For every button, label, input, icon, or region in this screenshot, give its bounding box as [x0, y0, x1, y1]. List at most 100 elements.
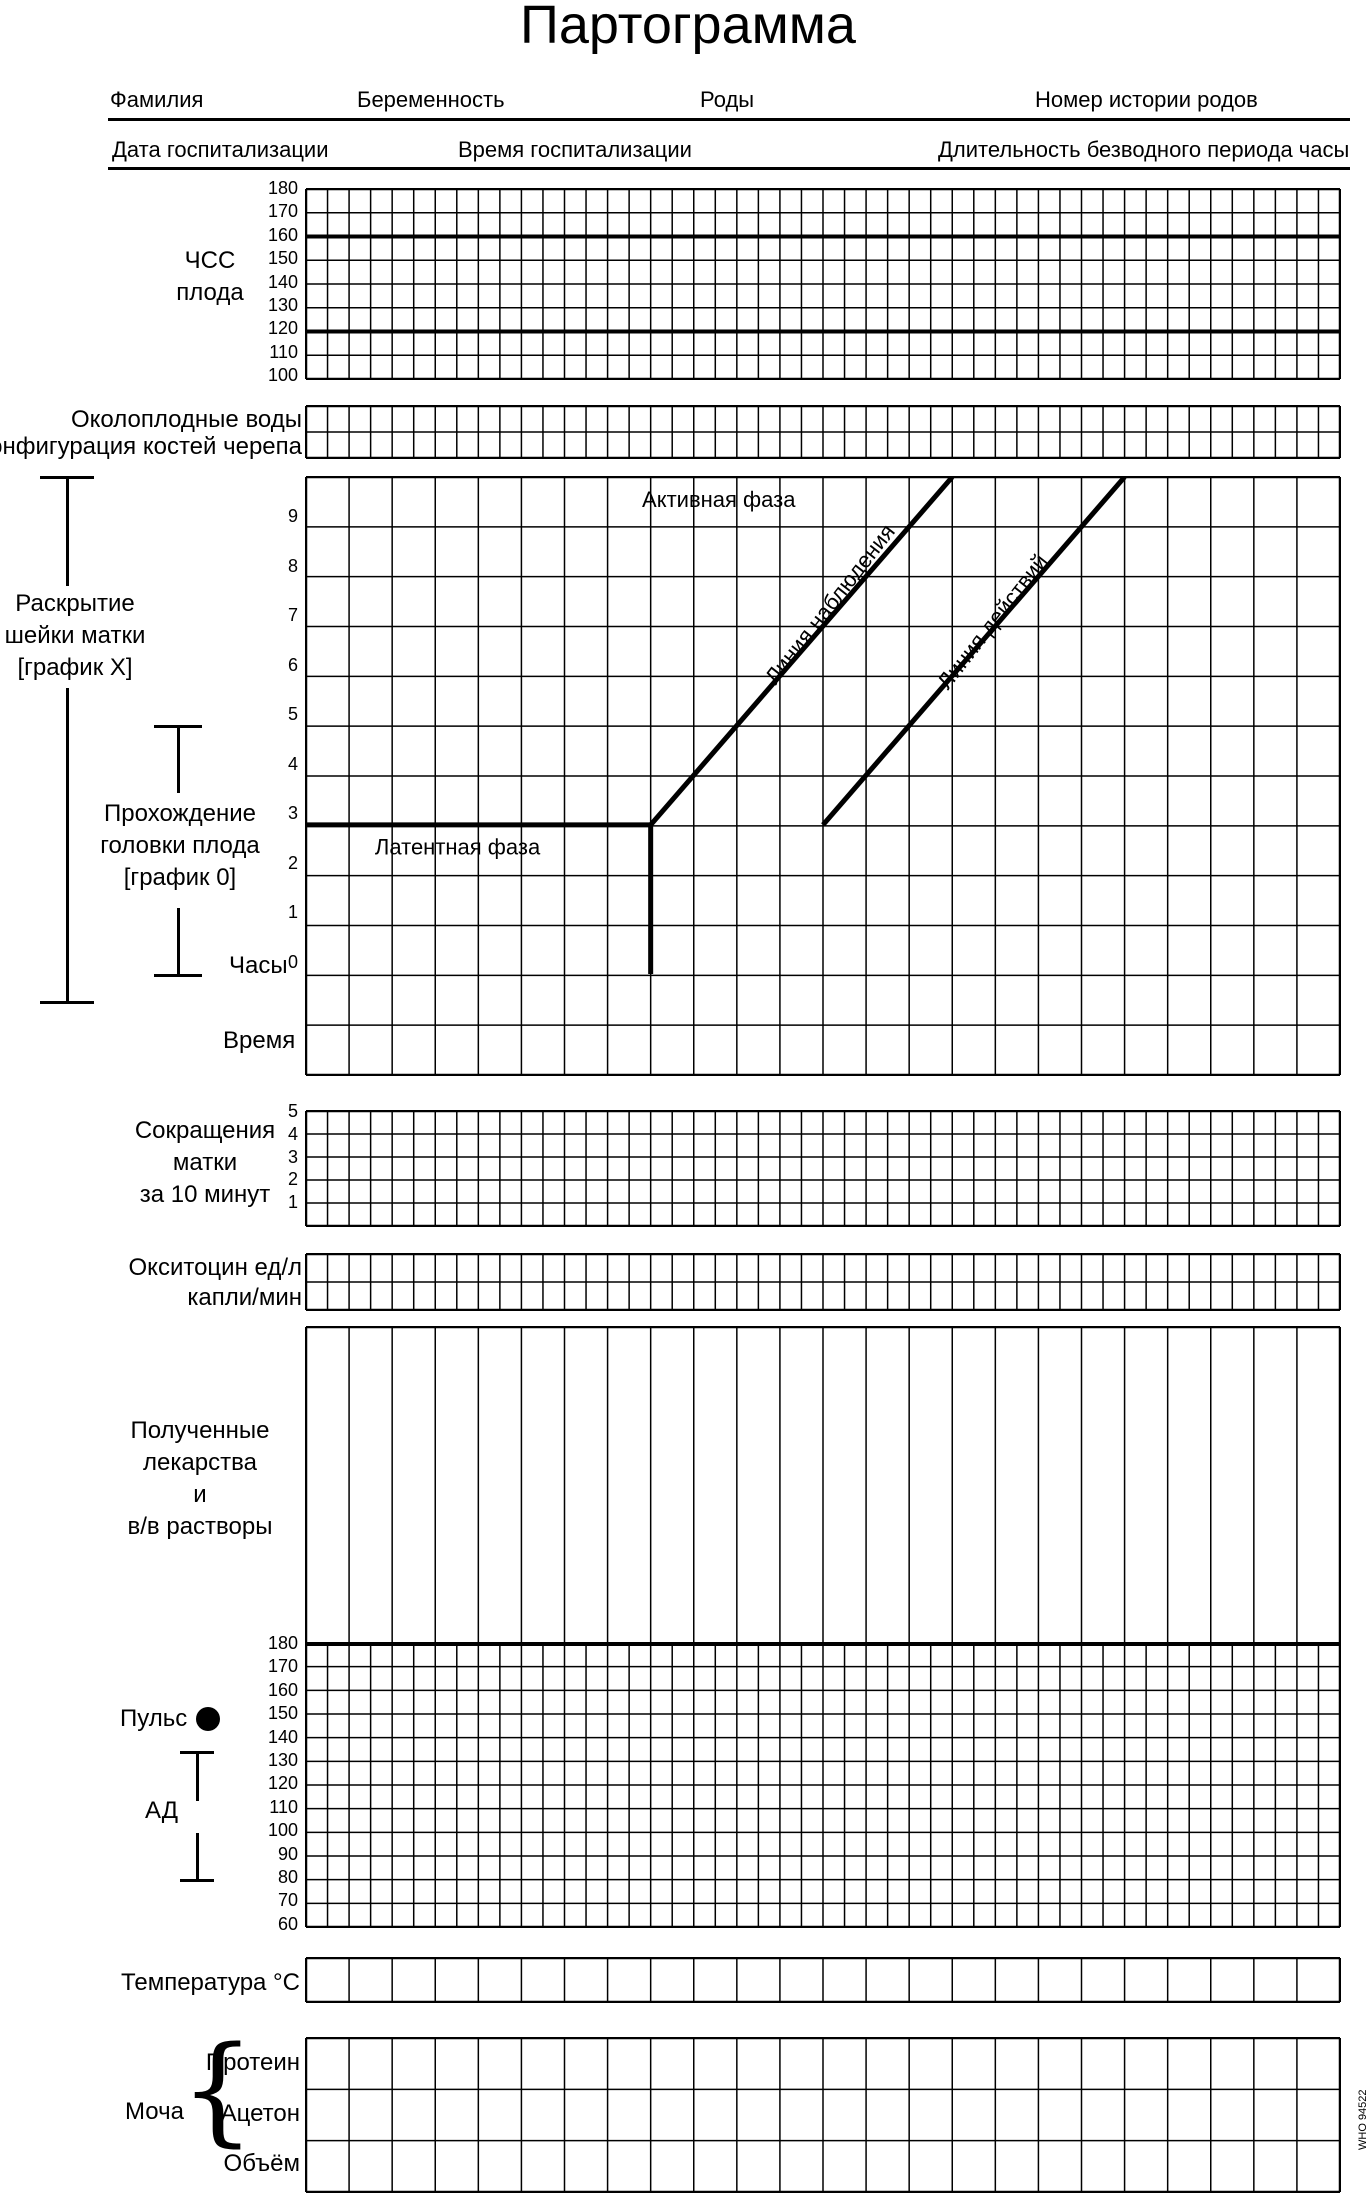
- alert-line-label: Линия наблюдения: [760, 519, 900, 688]
- header-rule-2: [108, 167, 1350, 170]
- fhr-tick: 150: [267, 248, 298, 269]
- pregnancy-label: Беременность: [357, 87, 505, 112]
- cervix-tick: 0: [287, 951, 298, 972]
- fluid-grid[interactable]: [305, 405, 1341, 459]
- pulse-dot-icon: [196, 1707, 220, 1731]
- contractions-label-line3: за 10 минут: [139, 1181, 271, 1208]
- contractions-label-line2: матки: [172, 1149, 238, 1176]
- bp-bracket-stem-top: [196, 1751, 199, 1801]
- fhr-label-line2: плода: [176, 279, 244, 306]
- cervix-tick: 5: [287, 704, 298, 724]
- who-code: WHO 94522: [1357, 2089, 1369, 2150]
- fhr-tick: 130: [267, 295, 298, 315]
- contractions-tick: 1: [287, 1192, 298, 1213]
- bp-bracket-stem-bottom: [196, 1833, 199, 1881]
- hours-label: Часы: [229, 952, 288, 979]
- vitals-tick: 120: [267, 1773, 298, 1794]
- fhr-grid[interactable]: [305, 188, 1341, 380]
- cervix-tick: 7: [287, 605, 298, 625]
- descent-bracket-stem-top: [177, 725, 180, 793]
- fhr-label-line1: ЧСС: [184, 247, 236, 274]
- vitals-tick: 80: [277, 1867, 298, 1887]
- dilation-label: Раскрытие шейки матки [график X]: [0, 588, 150, 684]
- oxytocin-label: Окситоцин ед/л: [128, 1254, 302, 1281]
- cervix-tick: 8: [287, 555, 298, 576]
- temperature-label: Температура °С: [121, 1969, 300, 1996]
- volume-label: Объём: [223, 2150, 300, 2177]
- dilation-label-line2: шейки матки: [4, 622, 146, 649]
- descent-label-line3: [график 0]: [123, 864, 237, 891]
- fhr-tick: 100: [267, 365, 298, 386]
- descent-bracket-stem-bottom: [177, 908, 180, 976]
- bp-bracket-bottom: [180, 1879, 214, 1882]
- descent-label: Прохождение головки плода [график 0]: [95, 798, 265, 894]
- bp-label: АД: [145, 1797, 179, 1824]
- drugs-label: Полученные лекарства и в/в растворы: [110, 1415, 290, 1543]
- admission-date-label: Дата госпитализации: [112, 137, 329, 162]
- urine-brace-icon: {: [180, 2020, 256, 2158]
- pulse-label: Пульс: [120, 1705, 188, 1732]
- temperature-grid[interactable]: [305, 1957, 1341, 2003]
- header-rule-1: [108, 118, 1350, 121]
- acetone-label: Ацетон: [220, 2100, 300, 2127]
- action-line-label: Линия действий: [932, 549, 1053, 694]
- contractions-label-line1: Сокращения: [134, 1117, 276, 1144]
- drugs-label-line1: Полученные: [130, 1417, 270, 1444]
- cervix-tick: 3: [287, 803, 298, 823]
- alert-line: [648, 476, 955, 827]
- dilation-bracket-stem-top: [66, 476, 69, 586]
- cervix-tick: 1: [287, 902, 298, 922]
- contractions-tick: 4: [287, 1123, 298, 1144]
- page-title: Партограмма: [520, 0, 856, 55]
- descent-label-line2: головки плода: [100, 832, 260, 859]
- vitals-tick: 60: [277, 1913, 298, 1934]
- moulding-label: Конфигурация костей черепа: [0, 433, 302, 460]
- vitals-tick: 110: [269, 1796, 298, 1817]
- dilation-bracket-stem-bottom: [66, 688, 69, 1003]
- vitals-tick: 140: [267, 1726, 298, 1747]
- descent-label-line1: Прохождение: [104, 800, 256, 827]
- contractions-grid[interactable]: [305, 1110, 1341, 1227]
- vitals-tick: 70: [277, 1890, 298, 1911]
- action-line: [821, 476, 1127, 827]
- vitals-tick: 160: [267, 1679, 298, 1700]
- fhr-tick: 140: [267, 271, 298, 292]
- contractions-label: Сокращения матки за 10 минут: [115, 1115, 295, 1211]
- descent-bracket-bottom: [154, 974, 202, 977]
- urine-grid[interactable]: [305, 2037, 1341, 2193]
- cervix-tick: 4: [287, 753, 298, 774]
- fhr-label: ЧСС плода: [170, 245, 250, 309]
- contractions-tick: 5: [287, 1101, 298, 1121]
- time-label: Время: [223, 1027, 296, 1054]
- vitals-tick: 170: [267, 1656, 298, 1677]
- dilation-label-line1: Раскрытие: [15, 590, 135, 617]
- dilation-label-line3: [график X]: [17, 654, 133, 681]
- drops-label: капли/мин: [187, 1284, 302, 1311]
- vitals-grid[interactable]: [305, 1642, 1341, 1928]
- cervix-tick: 6: [287, 654, 298, 675]
- drugs-label-line3: и: [193, 1481, 207, 1508]
- vitals-tick: 130: [267, 1750, 298, 1770]
- oxytocin-grid[interactable]: [305, 1253, 1341, 1311]
- fhr-tick: 160: [267, 224, 298, 245]
- drugs-label-line2: лекарства: [143, 1449, 257, 1476]
- surname-label: Фамилия: [110, 87, 204, 112]
- dilation-bracket-bottom: [40, 1001, 94, 1004]
- fhr-tick: 110: [269, 341, 298, 362]
- drugs-label-line4: в/в растворы: [127, 1513, 273, 1540]
- active-phase-label: Активная фаза: [642, 487, 796, 512]
- contractions-tick: 2: [287, 1169, 298, 1190]
- admission-time-label: Время госпитализации: [458, 137, 692, 162]
- protein-label: Протеин: [205, 2049, 300, 2076]
- drugs-grid[interactable]: [305, 1326, 1341, 1646]
- fhr-tick: 170: [267, 201, 298, 222]
- membranes-label: Длительность безводного периода часы: [938, 137, 1350, 162]
- contractions-tick: 3: [287, 1146, 298, 1167]
- cervix-tick: 9: [287, 506, 298, 526]
- urine-label: Моча: [125, 2098, 184, 2125]
- amniotic-fluid-label: Околоплодные воды: [70, 406, 302, 433]
- cervix-tick: 2: [287, 852, 298, 873]
- latent-phase-label: Латентная фаза: [375, 835, 541, 860]
- births-label: Роды: [700, 87, 755, 112]
